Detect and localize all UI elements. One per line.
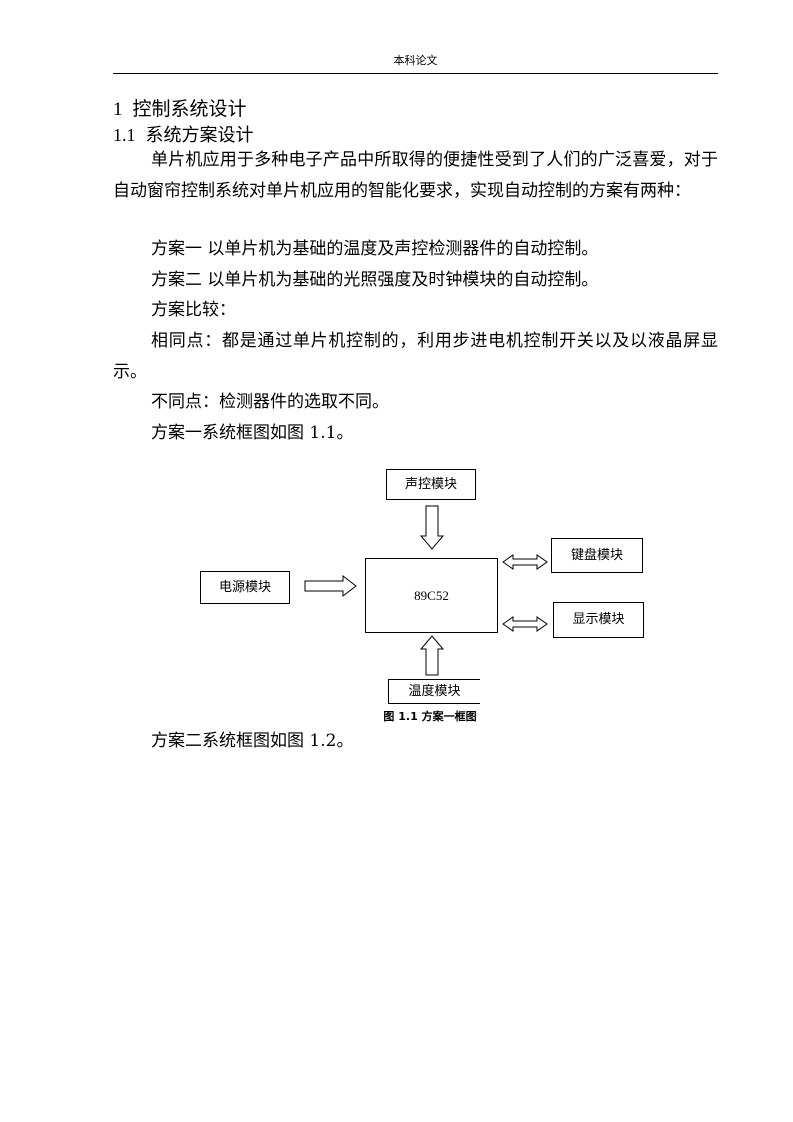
- mcu-box: 89C52: [365, 558, 498, 633]
- power-module-box: 电源模块: [200, 571, 290, 604]
- display-module-label: 显示模块: [572, 612, 625, 627]
- paragraph-figure-two-ref: 方案二系统框图如图 1.2。: [151, 731, 354, 751]
- arrow-temperature-to-mcu: [419, 635, 445, 676]
- subsection-heading: 1.1 系统方案设计: [113, 123, 254, 148]
- paragraph-scheme-two: 方案二 以单片机为基础的光照强度及时钟模块的自动控制。: [151, 270, 599, 290]
- section-heading: 1 控制系统设计: [113, 97, 247, 122]
- arrow-power-to-mcu: [304, 574, 357, 598]
- sound-module-box: 声控模块: [386, 469, 476, 500]
- keyboard-module-box: 键盘模块: [551, 538, 643, 573]
- sound-module-label: 声控模块: [404, 476, 457, 492]
- section-number: 1: [113, 99, 123, 120]
- arrow-sound-to-mcu: [419, 505, 445, 550]
- header-rule: [113, 73, 718, 74]
- subsection-title: 系统方案设计: [145, 125, 254, 146]
- figure-caption: 图 1.1 方案一框图: [383, 710, 477, 723]
- subsection-number: 1.1: [113, 125, 136, 145]
- paragraph-comparison: 方案比较：: [151, 300, 236, 320]
- page-header: 本科论文: [393, 54, 438, 67]
- paragraph-figure-ref: 方案一系统框图如图 1.1。: [151, 423, 354, 443]
- paragraph-similarities: 相同点：都是通过单片机控制的，利用步进电机控制开关以及以液晶屏显示。: [113, 331, 718, 382]
- temperature-module-box: 温度模块: [388, 679, 480, 704]
- temperature-module-label: 温度模块: [408, 683, 461, 699]
- paragraph-intro: 单片机应用于多种电子产品中所取得的便捷性受到了人们的广泛喜爱，对于自动窗帘控制系…: [113, 150, 718, 201]
- display-module-box: 显示模块: [553, 602, 644, 638]
- power-module-label: 电源模块: [218, 579, 271, 595]
- paragraph-differences: 不同点：检测器件的选取不同。: [151, 392, 389, 412]
- keyboard-module-label: 键盘模块: [570, 547, 623, 563]
- arrow-mcu-display: [502, 616, 548, 632]
- paragraph-scheme-one: 方案一 以单片机为基础的温度及声控检测器件的自动控制。: [151, 239, 599, 259]
- section-title: 控制系统设计: [132, 98, 247, 120]
- arrow-mcu-keyboard: [502, 554, 548, 570]
- mcu-label: 89C52: [414, 587, 449, 603]
